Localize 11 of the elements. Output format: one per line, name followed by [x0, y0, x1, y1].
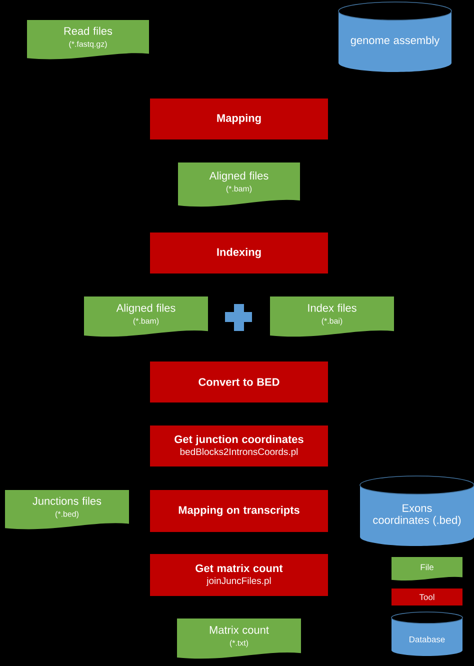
legend-item: Tool: [392, 588, 462, 606]
tool-box: Mapping: [150, 98, 328, 140]
tool-box: Mapping on transcripts: [150, 490, 328, 532]
tool-box: Convert to BED: [150, 362, 328, 402]
tool-box: Indexing: [150, 232, 328, 274]
tool-box: Get matrix count joinJuncFiles.pl: [150, 554, 328, 596]
legend-item: Database: [391, 612, 463, 656]
database-cylinder: genome assembly: [338, 2, 452, 72]
tool-box: Get junction coordinates bedBlocks2IntronsCoords.pl: [150, 426, 328, 466]
legend-item: File: [392, 557, 462, 581]
database-cylinder: Exons coordinates (.bed): [360, 476, 474, 546]
